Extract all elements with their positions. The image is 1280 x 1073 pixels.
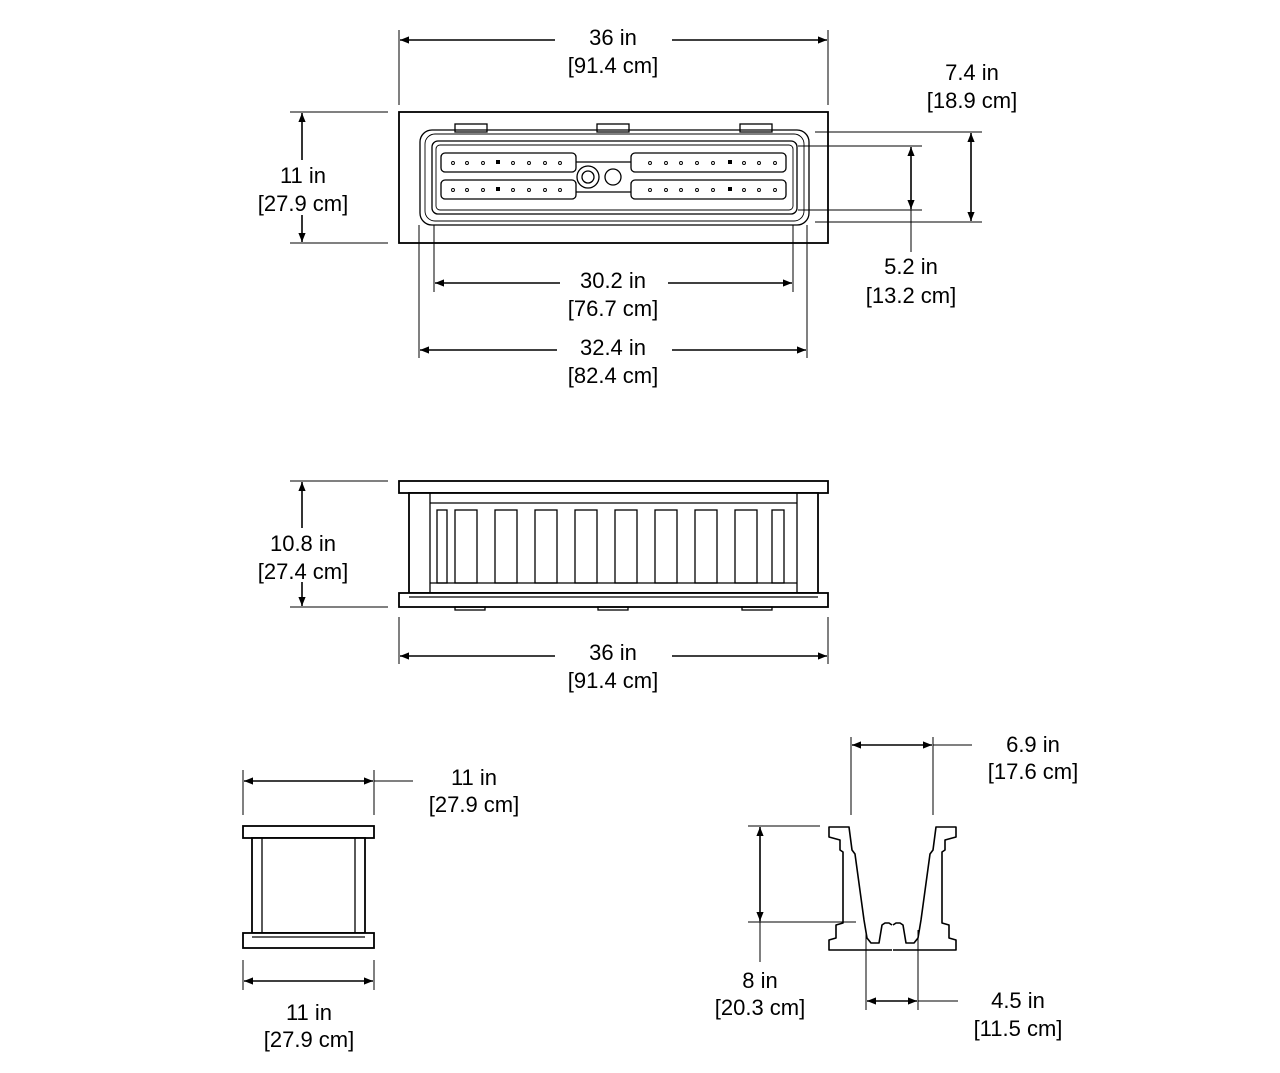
- dim-reservoir-outer-in: 7.4 in: [945, 60, 999, 85]
- dim-inner-length-cm: [76.7 cm]: [568, 296, 658, 321]
- dim-front-height-in: 10.8 in: [270, 531, 336, 556]
- dim-section-top-in: 6.9 in: [1006, 732, 1060, 757]
- dim-top-width-cm: [27.9 cm]: [258, 191, 348, 216]
- dim-side-top-cm: [27.9 cm]: [429, 792, 519, 817]
- side-base: [242, 932, 375, 949]
- section-profile: [828, 826, 957, 951]
- side-view: 11 in [27.9 cm] 11 in [27.9 cm]: [242, 765, 519, 1052]
- tray-inner: [431, 140, 798, 215]
- channel: [440, 179, 577, 200]
- side-body: [251, 837, 366, 934]
- top-view: 36 in [91.4 cm] 11 in [27.9 cm] 7.4 in […: [258, 25, 1017, 388]
- side-cap: [242, 825, 375, 839]
- dim-opening-length-in: 32.4 in: [580, 335, 646, 360]
- dim-section-depth-cm: [20.3 cm]: [715, 995, 805, 1020]
- dim-section-bottom-cm: [11.5 cm]: [974, 1016, 1063, 1041]
- dim-reservoir-inner-cm: [13.2 cm]: [866, 283, 956, 308]
- dim-front-height-cm: [27.4 cm]: [258, 559, 348, 584]
- dim-side-bottom-cm: [27.9 cm]: [264, 1027, 354, 1052]
- tray-outer: [419, 129, 810, 226]
- dim-reservoir-outer-cm: [18.9 cm]: [927, 88, 1017, 113]
- dim-top-length-in: 36 in: [589, 25, 637, 50]
- dim-opening-length-cm: [82.4 cm]: [568, 363, 658, 388]
- dim-section-top-cm: [17.6 cm]: [988, 759, 1078, 784]
- dim-front-length-cm: [91.4 cm]: [568, 668, 658, 693]
- fill-port: [576, 165, 600, 189]
- dim-top-length-cm: [91.4 cm]: [568, 53, 658, 78]
- drain-hole: [604, 168, 622, 186]
- dim-front-length-in: 36 in: [589, 640, 637, 665]
- dim-reservoir-inner-in: 5.2 in: [884, 254, 938, 279]
- dim-top-width-in: 11 in: [280, 163, 326, 188]
- dim-side-top-in: 11 in: [451, 765, 497, 790]
- dim-inner-length-in: 30.2 in: [580, 268, 646, 293]
- section-view: 6.9 in [17.6 cm] 8 in [20.3 cm] 4.5 in […: [715, 732, 1078, 1041]
- dim-section-bottom-in: 4.5 in: [991, 988, 1045, 1013]
- dim-section-depth-in: 8 in: [742, 968, 777, 993]
- front-view: 10.8 in [27.4 cm] 36 in [91.4 cm]: [258, 480, 829, 693]
- dim-side-bottom-in: 11 in: [286, 1000, 332, 1025]
- channel: [630, 179, 787, 200]
- slats: [436, 509, 785, 584]
- top-cap: [398, 480, 829, 494]
- base: [398, 592, 829, 608]
